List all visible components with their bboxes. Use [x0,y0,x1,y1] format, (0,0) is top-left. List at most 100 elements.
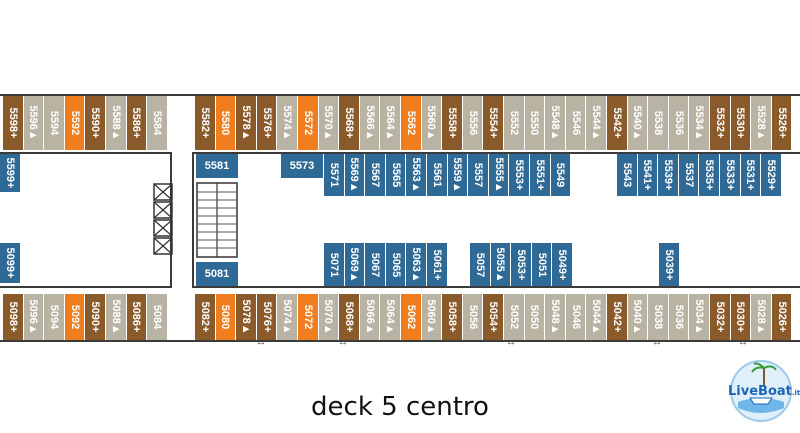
cabin-5538[interactable]: 5538 [648,96,668,150]
cabin-5529[interactable]: 5529+ [761,154,781,196]
cabin-5581[interactable]: 5581 [196,154,238,178]
cabin-5054[interactable]: 5054+ [483,294,503,340]
cabin-5555[interactable]: 5555▲ [488,154,509,196]
cabin-5092[interactable]: 5092 [64,294,85,340]
cabin-5028[interactable]: 5028▲ [751,294,771,340]
cabin-5080[interactable]: 5080 [215,294,236,340]
cabin-5068[interactable]: 5068+ [339,294,359,340]
cabin-5063[interactable]: 5063▲ [406,243,426,286]
cabin-5066[interactable]: 5066▲ [359,294,380,340]
cabin-5061[interactable]: 5061+ [427,243,447,286]
cabin-5559[interactable]: 5559▲ [447,154,468,196]
cabin-5570[interactable]: 5570▲ [318,96,339,150]
cabin-5568[interactable]: 5568+ [339,96,359,150]
cabin-5535[interactable]: 5535+ [699,154,719,196]
cabin-5044[interactable]: 5044▲ [586,294,606,340]
cabin-5074[interactable]: 5074▲ [277,294,297,340]
cabin-5051[interactable]: 5051 [531,243,552,286]
cabin-5574[interactable]: 5574▲ [277,96,297,150]
cabin-5069[interactable]: 5069▲ [344,243,365,286]
cabin-5558[interactable]: 5558+ [442,96,462,150]
cabin-5564[interactable]: 5564▲ [380,96,400,150]
cabin-5060[interactable]: 5060▲ [421,294,442,340]
cabin-5062[interactable]: 5062 [401,294,421,340]
cabin-5550[interactable]: 5550 [524,96,545,150]
cabin-5567[interactable]: 5567 [365,154,385,196]
cabin-5563[interactable]: 5563▲ [406,154,426,196]
cabin-5554[interactable]: 5554+ [483,96,503,150]
cabin-5584[interactable]: 5584 [147,96,167,150]
cabin-5528[interactable]: 5528▲ [751,96,771,150]
cabin-5099[interactable]: 5099+ [0,243,20,283]
cabin-5065[interactable]: 5065 [385,243,406,286]
cabin-5053[interactable]: 5053+ [511,243,531,286]
cabin-5537[interactable]: 5537 [678,154,699,196]
cabin-5553[interactable]: 5553+ [509,154,529,196]
cabin-5084[interactable]: 5084 [147,294,167,340]
cabin-5536[interactable]: 5536 [668,96,689,150]
cabin-5098[interactable]: 5098+ [3,294,23,340]
cabin-5540[interactable]: 5540▲ [627,96,648,150]
cabin-5032[interactable]: 5032+ [710,294,730,340]
cabin-5580[interactable]: 5580 [215,96,236,150]
cabin-5542[interactable]: 5542+ [607,96,627,150]
cabin-5573[interactable]: 5573 [281,154,323,178]
cabin-5072[interactable]: 5072 [298,294,318,340]
cabin-5546[interactable]: 5546 [565,96,586,150]
cabin-5569[interactable]: 5569▲ [344,154,365,196]
cabin-5599[interactable]: 5599+ [0,154,20,192]
cabin-5042[interactable]: 5042+ [607,294,627,340]
cabin-5556[interactable]: 5556 [462,96,483,150]
cabin-5576[interactable]: 5576+ [256,96,277,150]
cabin-5086[interactable]: 5086+ [126,294,147,340]
cabin-5088[interactable]: 5088▲ [106,294,126,340]
cabin-5541[interactable]: 5541+ [637,154,658,196]
cabin-5531[interactable]: 5531+ [740,154,761,196]
cabin-5548[interactable]: 5548▲ [545,96,565,150]
cabin-5571[interactable]: 5571 [324,154,344,196]
cabin-5078[interactable]: 5078▲ [236,294,256,340]
cabin-5532[interactable]: 5532+ [710,96,730,150]
cabin-5057[interactable]: 5057 [470,243,490,286]
cabin-5056[interactable]: 5056 [462,294,483,340]
cabin-5081[interactable]: 5081 [196,262,238,286]
cabin-5534[interactable]: 5534▲ [689,96,709,150]
cabin-5064[interactable]: 5064▲ [380,294,400,340]
cabin-5052[interactable]: 5052 [504,294,524,340]
cabin-5549[interactable]: 5549 [550,154,571,196]
cabin-5026[interactable]: 5026+ [771,294,792,340]
cabin-5048[interactable]: 5048▲ [545,294,565,340]
cabin-5070[interactable]: 5070▲ [318,294,339,340]
cabin-5076[interactable]: 5076+ [256,294,277,340]
cabin-5596[interactable]: 5596▲ [23,96,44,150]
cabin-5578[interactable]: 5578▲ [236,96,256,150]
cabin-5566[interactable]: 5566▲ [359,96,380,150]
cabin-5533[interactable]: 5533+ [720,154,740,196]
cabin-5046[interactable]: 5046 [565,294,586,340]
cabin-5071[interactable]: 5071 [324,243,344,286]
cabin-5544[interactable]: 5544▲ [586,96,606,150]
cabin-5082[interactable]: 5082+ [195,294,215,340]
cabin-5038[interactable]: 5038 [648,294,668,340]
cabin-5551[interactable]: 5551+ [530,154,550,196]
cabin-5562[interactable]: 5562 [401,96,421,150]
cabin-5034[interactable]: 5034▲ [689,294,709,340]
cabin-5565[interactable]: 5565 [385,154,406,196]
cabin-5030[interactable]: 5030+ [730,294,751,340]
cabin-5598[interactable]: 5598+ [3,96,23,150]
cabin-5055[interactable]: 5055▲ [490,243,511,286]
cabin-5588[interactable]: 5588▲ [106,96,126,150]
cabin-5526[interactable]: 5526+ [771,96,792,150]
cabin-5543[interactable]: 5543 [617,154,637,196]
cabin-5539[interactable]: 5539+ [658,154,678,196]
cabin-5592[interactable]: 5592 [64,96,85,150]
cabin-5067[interactable]: 5067 [365,243,385,286]
cabin-5560[interactable]: 5560▲ [421,96,442,150]
cabin-5094[interactable]: 5094 [44,294,64,340]
cabin-5036[interactable]: 5036 [668,294,689,340]
cabin-5552[interactable]: 5552 [504,96,524,150]
cabin-5040[interactable]: 5040▲ [627,294,648,340]
cabin-5096[interactable]: 5096▲ [23,294,44,340]
cabin-5049[interactable]: 5049+ [552,243,572,286]
cabin-5586[interactable]: 5586+ [126,96,147,150]
